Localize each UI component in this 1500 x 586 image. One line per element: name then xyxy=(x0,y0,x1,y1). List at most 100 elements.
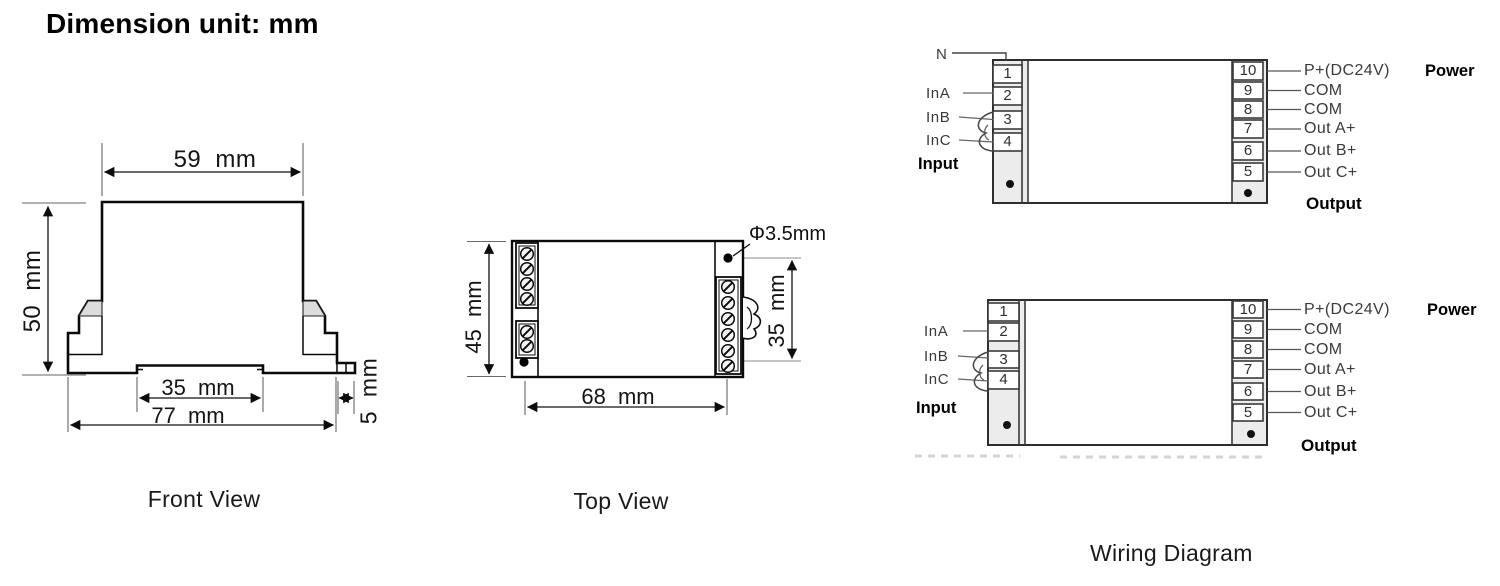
front-ext-bottom xyxy=(67,377,355,432)
wd1-neutral-wire xyxy=(952,52,1007,61)
front-ext-59 xyxy=(101,143,304,196)
wd1-label-out-c: Out C+ xyxy=(1304,164,1358,181)
wd2-label-com-2: COM xyxy=(1304,341,1343,358)
wd2-label-power-plus: P+(DC24V) xyxy=(1304,301,1390,318)
wd2-body xyxy=(987,299,1268,446)
top-dim-35-label: 35 mm xyxy=(764,274,789,348)
front-bevel-right xyxy=(302,300,326,317)
wd2-terminal-4: 4 xyxy=(999,371,1008,388)
wd1-label-out-a: Out A+ xyxy=(1304,120,1356,137)
wd1-label-power-plus: P+(DC24V) xyxy=(1304,62,1390,79)
wd2-terminal-6: 6 xyxy=(1243,383,1253,400)
wd2-label-out-b: Out B+ xyxy=(1304,383,1357,400)
top-view-drawing xyxy=(467,239,801,415)
wd2-output-label: Output xyxy=(1301,436,1357,455)
wd2-right-terminal-boxes xyxy=(1232,300,1264,422)
wd2-terminal-7: 7 xyxy=(1243,361,1253,378)
polarity-dot xyxy=(1244,189,1252,197)
wd1-terminal-4: 4 xyxy=(1003,133,1012,150)
wd2-clip-arc-inner xyxy=(979,364,985,381)
wd2-inb-label: InB xyxy=(924,348,949,365)
front-view-caption: Front View xyxy=(147,486,261,512)
wd1-neutral-label: N xyxy=(936,46,948,63)
wd2-terminal-1: 1 xyxy=(999,303,1008,320)
wiring-diagram-caption: Wiring Diagram xyxy=(1090,540,1253,566)
polarity-dot xyxy=(1247,430,1255,438)
wd1-output-wires xyxy=(1267,70,1301,173)
terminal-block-left-top xyxy=(515,242,539,309)
wd1-label-com-1: COM xyxy=(1304,82,1343,99)
wd2-input-label: Input xyxy=(916,399,957,417)
front-view-drawing xyxy=(22,143,357,432)
hole-leader-line xyxy=(732,243,751,257)
wd2-ina-label: InA xyxy=(924,323,949,340)
top-hole-diameter-label: Φ3.5mm xyxy=(749,223,827,245)
terminal-block-left-bottom xyxy=(515,320,539,359)
page-title: Dimension unit: mm xyxy=(46,8,319,39)
wd2-terminal-5: 5 xyxy=(1243,404,1253,421)
wd1-terminal-9: 9 xyxy=(1243,82,1253,99)
wd1-power-label: Power xyxy=(1425,62,1475,80)
wiring-diagram-2 xyxy=(915,299,1301,459)
wd1-input-label: Input xyxy=(918,155,959,173)
wd2-clip-arc xyxy=(972,351,989,392)
front-dim-59-label: 59 mm xyxy=(173,146,257,173)
wd2-inc-label: InC xyxy=(924,371,950,388)
front-dim-50-label: 50 mm xyxy=(19,249,46,333)
wd2-terminal-3: 3 xyxy=(999,351,1008,368)
polarity-dot xyxy=(1006,180,1014,188)
front-tick-50 xyxy=(22,202,86,376)
wd1-clip-arc xyxy=(977,111,994,152)
wd1-inc-label: InC xyxy=(926,132,952,149)
wd2-output-wires xyxy=(1267,308,1301,414)
top-dim-68-label: 68 mm xyxy=(581,384,655,409)
wd1-output-label: Output xyxy=(1306,194,1362,213)
wd1-label-com-2: COM xyxy=(1304,101,1343,118)
scan-artifact xyxy=(915,454,1265,459)
mounting-hole-dot xyxy=(723,253,733,263)
wd1-terminal-5: 5 xyxy=(1243,163,1253,180)
wiring-diagram-1 xyxy=(952,52,1301,204)
wd1-right-terminal-boxes xyxy=(1232,61,1264,182)
wd2-terminal-8: 8 xyxy=(1243,341,1253,358)
top-dim-45-label: 45 mm xyxy=(461,280,486,354)
top-tick-45 xyxy=(467,240,506,378)
wd1-inb-label: InB xyxy=(926,109,951,126)
front-dim-35-label: 35 mm xyxy=(161,375,235,400)
top-view-caption: Top View xyxy=(573,488,669,514)
wd2-label-out-c: Out C+ xyxy=(1304,404,1358,421)
mounting-hole-dot xyxy=(519,357,529,367)
front-dim-5-label: 5 mm xyxy=(355,357,382,425)
wd2-label-com-1: COM xyxy=(1304,321,1343,338)
wd1-label-out-b: Out B+ xyxy=(1304,142,1357,159)
wd2-left-terminal-boxes xyxy=(987,302,1020,390)
terminal-block-right xyxy=(715,276,742,375)
front-dim-77-label: 77 mm xyxy=(151,403,225,428)
wd1-clip-arc-inner xyxy=(984,124,990,141)
wd1-terminal-2: 2 xyxy=(1003,87,1012,104)
front-bevel-left xyxy=(78,300,103,317)
front-module-outline xyxy=(66,200,357,375)
front-internal-lines xyxy=(68,316,347,373)
wd2-terminal-10: 10 xyxy=(1239,301,1257,318)
wd1-terminal-7: 7 xyxy=(1243,120,1253,137)
wd1-body xyxy=(992,59,1268,204)
wd1-columns xyxy=(1021,60,1233,203)
wd2-columns xyxy=(1018,300,1233,445)
top-ext-68 xyxy=(524,379,728,415)
wd2-terminal-2: 2 xyxy=(999,323,1008,340)
polarity-dot xyxy=(1003,421,1011,429)
wd1-left-terminal-boxes xyxy=(992,64,1023,152)
wd1-terminal-1: 1 xyxy=(1003,65,1012,82)
wd1-terminal-6: 6 xyxy=(1243,142,1253,159)
wd2-input-wires xyxy=(957,330,989,382)
wd1-ina-label: InA xyxy=(926,85,951,102)
wd2-terminal-9: 9 xyxy=(1243,321,1253,338)
wd2-power-label: Power xyxy=(1427,301,1477,319)
wd1-terminal-8: 8 xyxy=(1243,101,1253,118)
wd1-terminal-3: 3 xyxy=(1003,111,1012,128)
wd1-terminal-10: 10 xyxy=(1239,62,1257,79)
wd2-label-out-a: Out A+ xyxy=(1304,361,1356,378)
